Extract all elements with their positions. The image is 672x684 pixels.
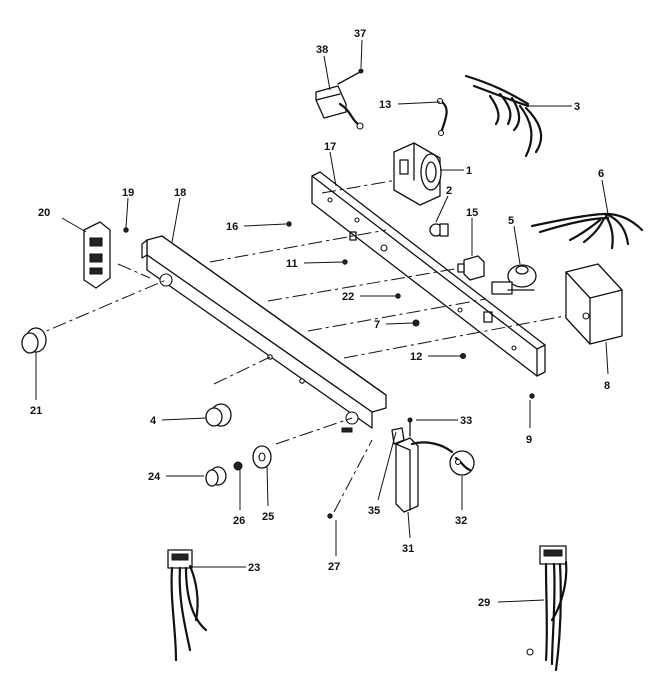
callout-35: 35 xyxy=(368,505,380,517)
callout-33: 33 xyxy=(460,415,472,427)
callout-3: 3 xyxy=(574,101,580,113)
callout-37: 37 xyxy=(354,28,366,40)
terminal-block xyxy=(565,263,623,345)
callout-17: 17 xyxy=(324,141,336,153)
assembly-lines xyxy=(29,175,576,513)
callout-22: 22 xyxy=(342,291,354,303)
callout-labels: 37 38 13 3 17 1 2 6 19 18 20 16 15 5 11 … xyxy=(30,28,610,609)
callout-13: 13 xyxy=(379,99,391,111)
callout-29: 29 xyxy=(478,597,490,609)
wire-terminal-32 xyxy=(449,450,475,476)
callout-1: 1 xyxy=(466,165,472,177)
callout-25: 25 xyxy=(262,511,274,523)
callout-9: 9 xyxy=(526,434,532,446)
callout-4: 4 xyxy=(150,415,157,427)
washer-25 xyxy=(252,445,272,469)
callout-19: 19 xyxy=(122,187,134,199)
wire-lead xyxy=(436,97,448,137)
callout-2: 2 xyxy=(446,185,452,197)
callout-7: 7 xyxy=(374,319,380,331)
knob-21 xyxy=(21,327,47,354)
spring-clip-26 xyxy=(233,461,243,471)
callout-15: 15 xyxy=(466,207,478,219)
wire-harness-6 xyxy=(530,212,644,250)
clip-35 xyxy=(391,427,405,445)
harness-connector-29 xyxy=(526,545,568,672)
knob-4 xyxy=(205,403,232,427)
callout-23: 23 xyxy=(248,562,260,574)
callout-11: 11 xyxy=(286,258,298,270)
callout-8: 8 xyxy=(604,380,610,392)
callout-27: 27 xyxy=(328,561,340,573)
rotary-switch xyxy=(457,255,485,281)
knob-24 xyxy=(205,466,227,487)
timer-motor xyxy=(393,142,442,206)
switch-31 xyxy=(395,437,454,513)
buzzer xyxy=(491,264,537,295)
console-panel xyxy=(141,235,387,433)
callout-24: 24 xyxy=(148,471,161,483)
relay xyxy=(315,68,364,130)
callout-38: 38 xyxy=(316,44,328,56)
callout-20: 20 xyxy=(38,207,50,219)
callout-26: 26 xyxy=(233,515,245,527)
side-bracket xyxy=(83,221,111,289)
callout-16: 16 xyxy=(226,221,238,233)
leader-lines xyxy=(35,39,609,603)
harness-connector-23 xyxy=(167,549,208,662)
callout-12: 12 xyxy=(410,351,422,363)
callout-6: 6 xyxy=(598,168,604,180)
callout-5: 5 xyxy=(508,215,514,227)
callout-18: 18 xyxy=(174,187,186,199)
callout-32: 32 xyxy=(455,515,467,527)
screw-33 xyxy=(407,417,413,437)
callout-21: 21 xyxy=(30,405,42,417)
wire-harness-3 xyxy=(464,74,543,158)
push-switch xyxy=(429,223,449,237)
panel-knob-hole-left xyxy=(159,273,173,287)
callout-31: 31 xyxy=(402,543,414,555)
